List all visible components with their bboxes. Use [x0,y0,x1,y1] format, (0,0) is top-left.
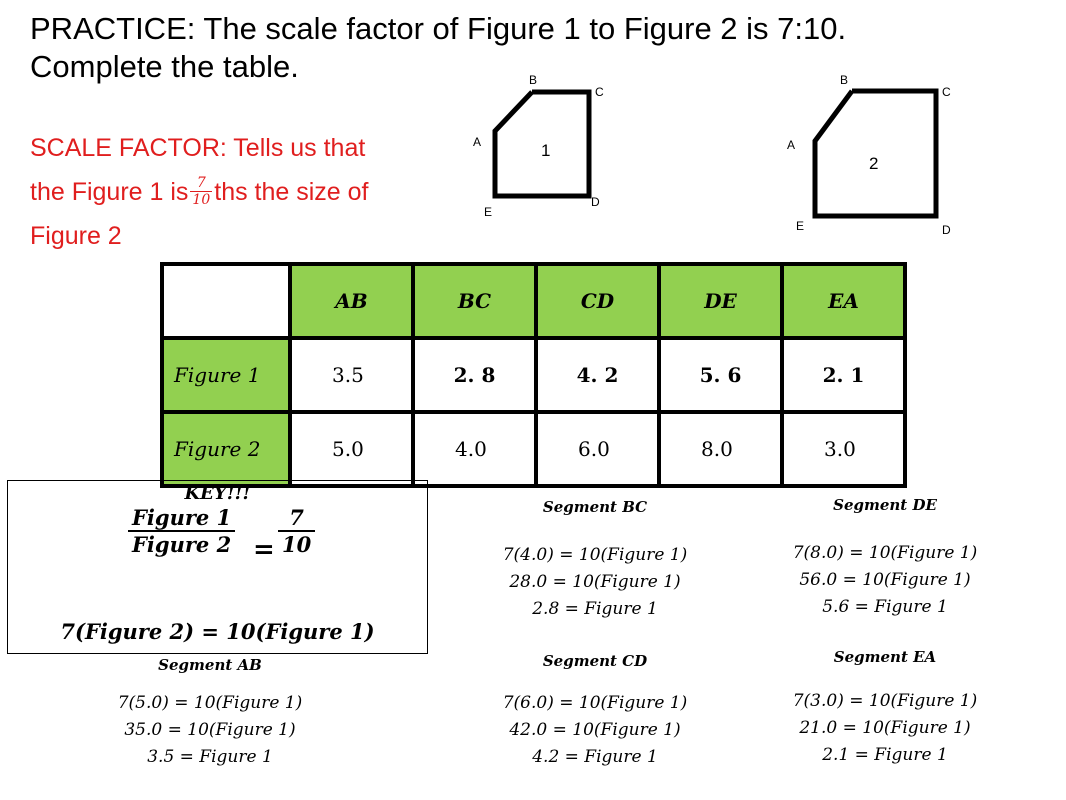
segment-ab-line-1: 7(5.0) = 10(Figure 1) [117,693,303,713]
scale-fraction-numerator: 7 [196,174,206,191]
table-row: Figure 2 5.0 4.0 6.0 8.0 3.0 [160,410,907,488]
table-cell: 3.0 [780,410,907,488]
figure-1-diagram: B C A D E 1 [473,73,604,219]
key-box: KEY!!! Figure 1 Figure 2 = 7 10 7(Figure… [7,480,428,654]
figure-2-vertex-b: B [840,73,848,87]
segment-ab-line-3: 3.5 = Figure 1 [147,747,273,767]
figure-1-vertex-b: B [529,73,537,87]
figure-1-vertex-e: E [484,205,492,219]
key-title: KEY!!! [184,483,251,504]
segment-bc-line-3: 2.8 = Figure 1 [532,599,658,619]
key-ratio-fraction: Figure 1 Figure 2 [128,505,236,557]
segment-cd-line-3: 4.2 = Figure 1 [532,747,658,767]
key-ratio-numerator: Figure 1 [132,505,232,530]
segment-de-title: Segment DE [833,496,937,514]
table-row-label-figure-2: Figure 2 [160,410,292,488]
table-cell: 8.0 [657,410,784,488]
figure-1-outline [492,89,592,199]
table-cell: 4.0 [411,410,538,488]
segment-de-line-1: 7(8.0) = 10(Figure 1) [792,543,978,563]
table-cell: 3.5 [288,336,415,414]
table-cell: 5. 6 [657,336,784,414]
segment-ab-title: Segment AB [158,656,262,674]
table-header-de: DE [657,262,784,340]
figure-2-vertex-d: D [942,223,951,237]
scale-factor-note: SCALE FACTOR: Tells us that the Figure 1… [30,126,369,258]
figure-2-outline [812,88,939,219]
segment-cd-line-2: 42.0 = 10(Figure 1) [509,720,681,740]
table-cell: 4. 2 [534,336,661,414]
segment-bc-work: Segment BC 7(4.0) = 10(Figure 1) 28.0 = … [425,498,765,623]
table-header-ea: EA [780,262,907,340]
scale-note-line-1: SCALE FACTOR: Tells us that [30,134,366,162]
table-corner-cell [160,262,292,340]
table-header-bc: BC [411,262,538,340]
segment-bc-line-1: 7(4.0) = 10(Figure 1) [502,545,688,565]
segment-cd-line-1: 7(6.0) = 10(Figure 1) [502,693,688,713]
segment-de-line-3: 5.6 = Figure 1 [822,597,948,617]
figure-1-number: 1 [541,141,550,160]
key-scale-denominator: 10 [278,530,316,557]
key-equals: = [253,535,275,565]
table-row-label-figure-1: Figure 1 [160,336,292,414]
scale-fraction-denominator: 10 [190,190,213,208]
title-line-2: Complete the table. [30,49,299,84]
segment-bc-title: Segment BC [542,498,648,516]
segment-ab-line-2: 35.0 = 10(Figure 1) [124,720,296,740]
segment-ea-work: Segment EA 7(3.0) = 10(Figure 1) 21.0 = … [715,648,1055,769]
key-scale-fraction: 7 10 [278,505,316,557]
figure-1-vertex-d: D [591,195,600,209]
key-scale-numerator: 7 [289,505,304,530]
segment-ea-line-3: 2.1 = Figure 1 [822,745,948,765]
table-row: Figure 1 3.5 2. 8 4. 2 5. 6 2. 1 [160,336,907,414]
segment-ab-work: Segment AB 7(5.0) = 10(Figure 1) 35.0 = … [40,656,380,771]
segment-bc-line-2: 28.0 = 10(Figure 1) [509,572,681,592]
scale-note-pre: the Figure 1 is [30,178,189,206]
table-cell: 2. 1 [780,336,907,414]
table-header-cd: CD [534,262,661,340]
scale-note-line-3: Figure 2 [30,222,122,250]
key-cross-multiplication: 7(Figure 2) = 10(Figure 1) [60,619,375,644]
figure-2-vertex-c: C [942,85,951,99]
figure-1-vertex-c: C [595,85,604,99]
segment-cd-title: Segment CD [542,652,648,670]
table-header-row: AB BC CD DE EA [160,262,907,340]
segment-ea-title: Segment EA [833,648,937,666]
segment-ea-line-1: 7(3.0) = 10(Figure 1) [792,691,978,711]
title-line-1: PRACTICE: The scale factor of Figure 1 t… [30,11,847,46]
table-header-ab: AB [288,262,415,340]
figure-2-vertex-a: A [787,138,795,152]
table-cell: 5.0 [288,410,415,488]
figure-1-vertex-a: A [473,135,481,149]
key-ratio-denominator: Figure 2 [128,530,236,557]
figure-2-diagram: B C A D E 2 [787,73,951,237]
table-cell: 6.0 [534,410,661,488]
page-title: PRACTICE: The scale factor of Figure 1 t… [30,10,1050,86]
table-cell: 2. 8 [411,336,538,414]
segment-cd-work: Segment CD 7(6.0) = 10(Figure 1) 42.0 = … [425,652,765,771]
segment-ea-line-2: 21.0 = 10(Figure 1) [799,718,971,738]
segment-de-line-2: 56.0 = 10(Figure 1) [799,570,971,590]
scale-note-post: ths the size of [214,178,369,206]
figure-2-vertex-e: E [796,219,804,233]
scale-table: AB BC CD DE EA Figure 1 3.5 2. 8 4. 2 5.… [160,262,907,488]
figure-2-number: 2 [869,154,878,173]
segment-de-work: Segment DE 7(8.0) = 10(Figure 1) 56.0 = … [715,496,1055,621]
